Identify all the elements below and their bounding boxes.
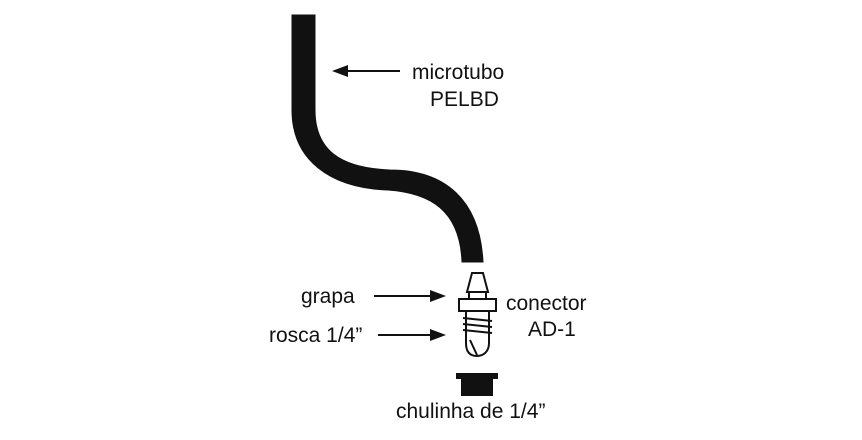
chulinha-label: chulinha de 1/4” (396, 400, 546, 423)
chulinha-cap-shape (456, 373, 498, 396)
grapa-label: grapa (301, 285, 355, 308)
microtube-shape (291, 14, 484, 263)
rosca-arrow (378, 329, 446, 341)
rosca-label: rosca 1/4” (269, 324, 363, 347)
pelbd-label: PELBD (430, 88, 499, 111)
grapa-arrow (374, 290, 446, 302)
microtubo-label: microtubo (412, 61, 505, 84)
ad1-label: AD-1 (528, 318, 576, 341)
microtube-arrow (332, 65, 400, 77)
conector-label: conector (506, 292, 587, 315)
connector-ad1-shape (458, 272, 497, 358)
